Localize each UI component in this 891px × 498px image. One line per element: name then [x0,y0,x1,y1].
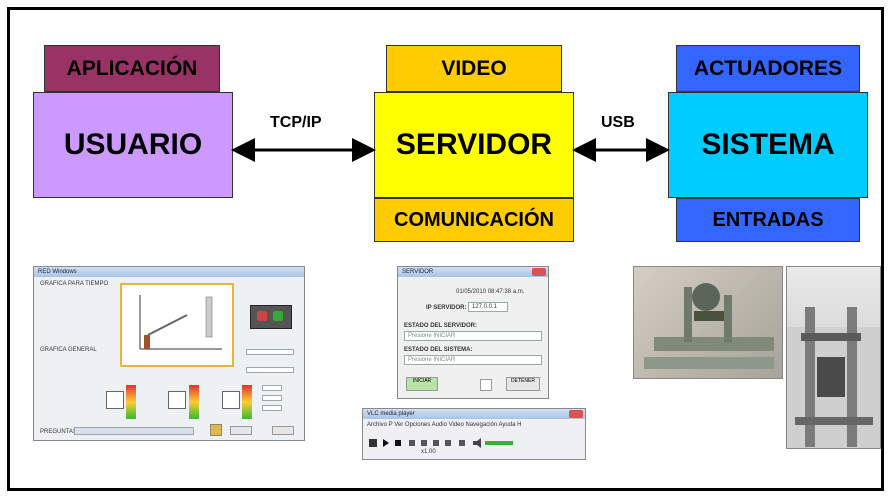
usuario-label: USUARIO [63,128,203,161]
servidor-estado-servidor-label: ESTADO DEL SERVIDOR: [404,323,478,329]
app-left-label-1: GRAFICA PARA TIEMPO [40,281,109,287]
vlc-speed: x1.00 [421,449,436,455]
usb-label: USB [601,114,635,131]
app-plot-area [120,283,234,367]
servidor-screenshot: SERVIDOR 01/05/2010 08:47:38 a.m. IP SER… [397,266,549,399]
vlc-menu: Archivo P Ver Opciones Audio Video Naveg… [367,422,522,428]
video-box: VIDEO [386,45,562,92]
servidor-box: SERVIDOR [374,92,574,198]
app-footer-label: PREGUNTAS [40,429,77,435]
close-icon [569,410,583,418]
aplicacion-label: APLICACIÓN [66,56,198,80]
servidor-ip-value: 127.0.0.1 [472,304,498,310]
vlc-titlebar: VLC media player [363,409,585,419]
sistema-box: SISTEMA [668,92,868,198]
actuadores-box: ACTUADORES [676,45,860,92]
system-photo-1 [633,266,783,379]
entradas-label: ENTRADAS [712,208,824,231]
entradas-box: ENTRADAS [676,198,860,242]
actuadores-label: ACTUADORES [693,56,843,80]
vlc-controls [369,435,519,448]
servidor-window-title: SERVIDOR [402,269,434,275]
iniciar-button: INICIAR [406,377,438,391]
system-photo-2 [786,266,881,449]
servidor-estado-sistema-label: ESTADO DEL SISTEMA: [404,347,473,353]
servidor-estado-sistema-value: Presione INICIAR [408,357,456,363]
app-left-label-2: GRAFICA GENERAL [40,347,97,353]
sistema-label: SISTEMA [701,128,835,161]
servidor-ip-label: IP SERVIDOR: [426,305,467,311]
app-titlebar: RED Windows [34,267,304,277]
servidor-titlebar: SERVIDOR [398,267,548,277]
comunicacion-label: COMUNICACIÓN [394,208,554,231]
vlc-window-title: VLC media player [367,411,415,417]
iniciar-label: INICIAR [412,378,432,384]
vlc-screenshot: VLC media player Archivo P Ver Opciones … [362,408,586,460]
comunicacion-box: COMUNICACIÓN [374,198,574,242]
servidor-date: 01/05/2010 08:47:38 a.m. [456,289,525,295]
app-camera-panel [250,305,292,329]
app-title: RED Windows [38,269,77,275]
video-label: VIDEO [441,56,507,80]
aplicacion-box: APLICACIÓN [44,45,220,92]
tcpip-label: TCP/IP [270,114,322,131]
usuario-box: USUARIO [33,92,233,198]
detener-label: DETENER [511,378,535,384]
close-icon [532,268,546,276]
detener-button: DETENER [506,377,540,391]
servidor-label: SERVIDOR [395,128,553,161]
servidor-estado-servidor-value: Presione INICIAR [408,333,456,339]
app-screenshot: RED Windows GRAFICA PARA TIEMPO GRAFICA … [33,266,305,441]
